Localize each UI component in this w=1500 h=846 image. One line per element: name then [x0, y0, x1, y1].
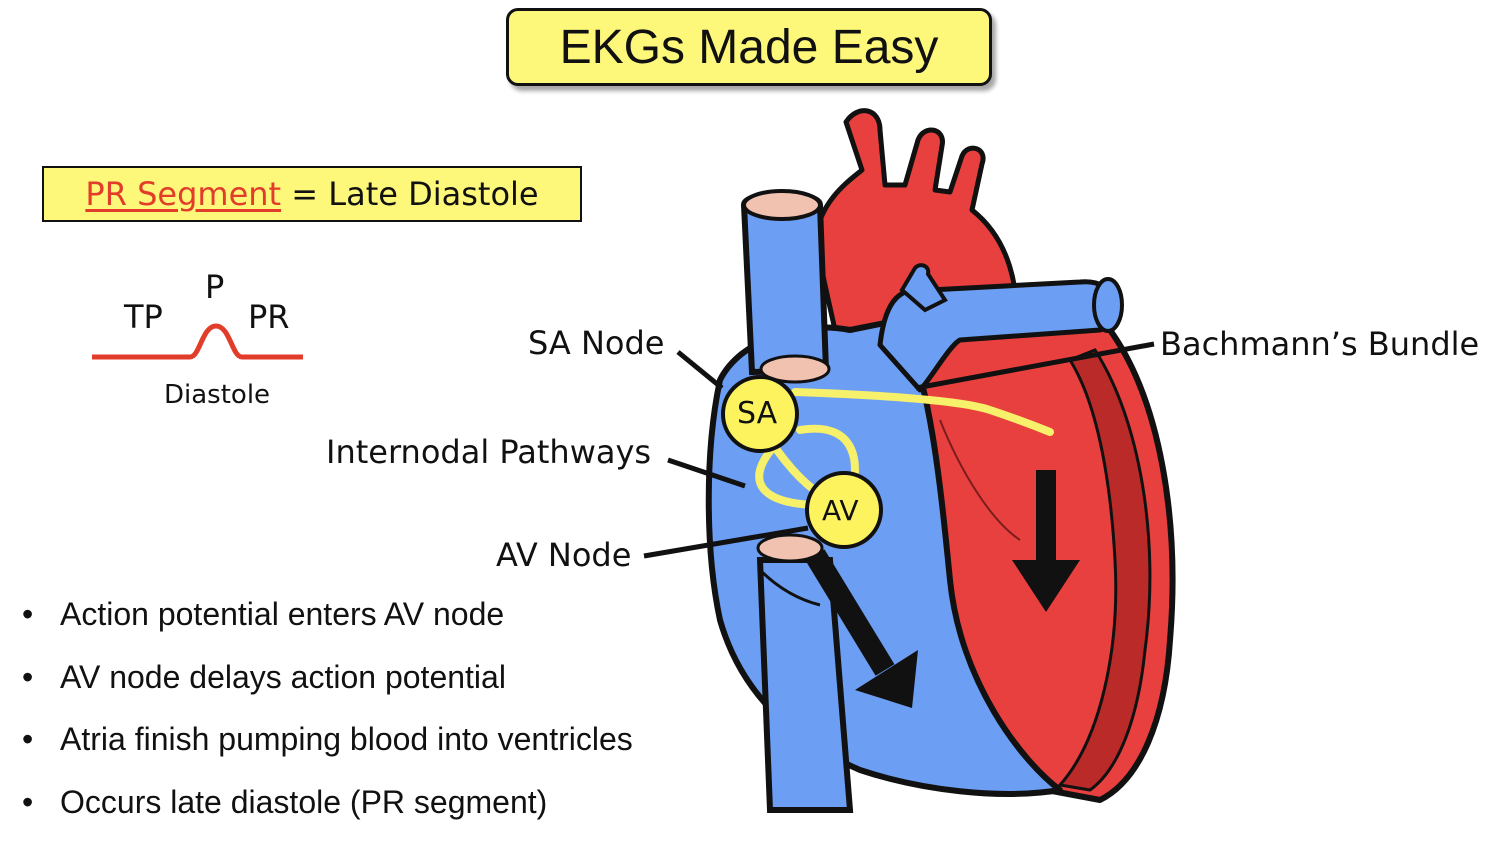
bullet-dot: •	[22, 721, 60, 758]
av-circle-label: AV	[822, 494, 859, 527]
svc-opening	[744, 191, 820, 219]
bullet-dot: •	[22, 784, 60, 821]
list-item: •Atria finish pumping blood into ventric…	[22, 721, 633, 784]
pulmonary-opening	[1094, 279, 1122, 331]
list-item: •Action potential enters AV node	[22, 596, 633, 659]
list-item: •Occurs late diastole (PR segment)	[22, 784, 633, 846]
label-sa-node: SA Node	[528, 324, 664, 362]
bullet-list: •Action potential enters AV node •AV nod…	[22, 596, 633, 846]
label-av-node: AV Node	[496, 536, 631, 574]
label-bachmann: Bachmann’s Bundle	[1160, 325, 1479, 363]
bullet-dot: •	[22, 596, 60, 633]
label-internodal: Internodal Pathways	[326, 433, 651, 471]
list-item: •AV node delays action potential	[22, 659, 633, 722]
sa-circle-label: SA	[737, 396, 777, 431]
sa-pointer	[678, 352, 722, 388]
bullet-dot: •	[22, 659, 60, 696]
